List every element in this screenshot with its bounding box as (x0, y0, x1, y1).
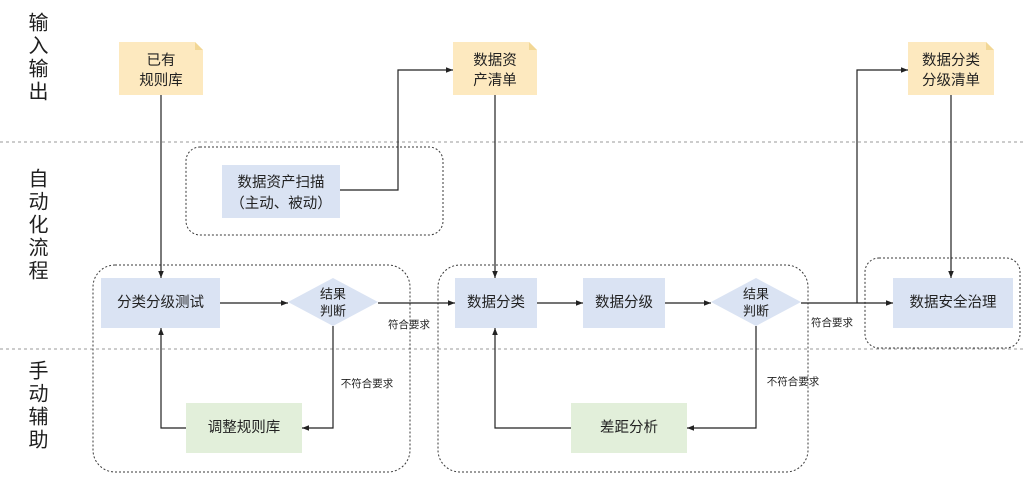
document-fold (195, 42, 203, 50)
arrow-check-1-fail-to-adjust (302, 326, 334, 431)
arrow-gap-to-classification (492, 328, 571, 429)
manual-box (186, 403, 302, 453)
process-data-classification: 数据分类 (455, 278, 537, 328)
decision-result-check-1: 结果 判断 (288, 278, 378, 326)
decision-diamond (288, 278, 378, 326)
edge-label-pass-1: 符合要求 (388, 318, 430, 331)
process-data-grading: 数据分级 (583, 278, 665, 328)
process-label: 数据分类 (467, 294, 525, 311)
document-rule-library: 已有 规则库 (119, 42, 203, 95)
document-fold (529, 42, 537, 50)
manual-adjust-rules: 调整规则库 (186, 403, 302, 453)
document-classification-list: 数据分类 分级清单 (908, 42, 994, 95)
process-classification-test: 分类分级测试 (101, 278, 220, 328)
document-label-line-2: 分级清单 (922, 72, 980, 89)
process-asset-scan: 数据资产扫描 （主动、被动） (222, 165, 340, 218)
group-frame-classification-test (92, 264, 411, 473)
arrow-check-2-pass-to-list (856, 67, 908, 303)
arrow-adjust-to-test (158, 328, 186, 429)
edge-label-fail-1: 不符合要求 (341, 377, 394, 390)
edge-label-pass-2: 符合要求 (811, 316, 853, 329)
document-shape (119, 42, 203, 95)
process-label: 数据分级 (595, 294, 653, 311)
manual-box (571, 403, 687, 453)
document-label-line-1: 数据分类 (922, 52, 980, 69)
decision-result-check-2: 结果 判断 (711, 278, 801, 326)
process-box (455, 278, 537, 328)
document-label-line-2: 产清单 (473, 72, 517, 89)
process-box (222, 165, 340, 218)
process-box (893, 278, 1013, 328)
process-label-line-1: 数据资产扫描 (238, 174, 325, 191)
arrow-check-2-fail-to-gap (687, 326, 757, 431)
document-shape (453, 42, 537, 95)
process-box (583, 278, 665, 328)
decision-label-line-2: 判断 (743, 304, 769, 319)
edge-label-fail-2: 不符合要求 (767, 375, 820, 388)
lane-label-automated-flow: 自动化流程 (25, 168, 47, 283)
manual-gap-analysis: 差距分析 (571, 403, 687, 453)
process-label: 数据安全治理 (910, 293, 997, 311)
decision-label-line-1: 结果 (320, 287, 346, 302)
document-shape (908, 42, 994, 95)
document-label-line-1: 已有 (147, 52, 176, 69)
process-label: 分类分级测试 (117, 294, 204, 311)
process-security-governance: 数据安全治理 (893, 278, 1013, 328)
manual-label: 调整规则库 (208, 419, 281, 436)
arrow-scan-to-asset-list (340, 67, 453, 191)
document-fold (986, 42, 994, 50)
lane-label-manual-assist: 手动辅助 (25, 360, 47, 452)
group-frame-classification-grading (437, 264, 809, 473)
manual-label: 差距分析 (600, 419, 658, 436)
decision-label-line-1: 结果 (743, 287, 769, 302)
group-frame-asset-scan (185, 146, 444, 236)
process-label-line-2: （主动、被动） (230, 195, 332, 212)
lane-label-input-output: 输入输出 (25, 12, 47, 104)
document-label-line-2: 规则库 (139, 72, 183, 89)
decision-label-line-2: 判断 (320, 304, 346, 319)
document-asset-list: 数据资 产清单 (453, 42, 537, 95)
document-label-line-1: 数据资 (473, 52, 517, 69)
decision-diamond (711, 278, 801, 326)
process-box (101, 278, 220, 328)
